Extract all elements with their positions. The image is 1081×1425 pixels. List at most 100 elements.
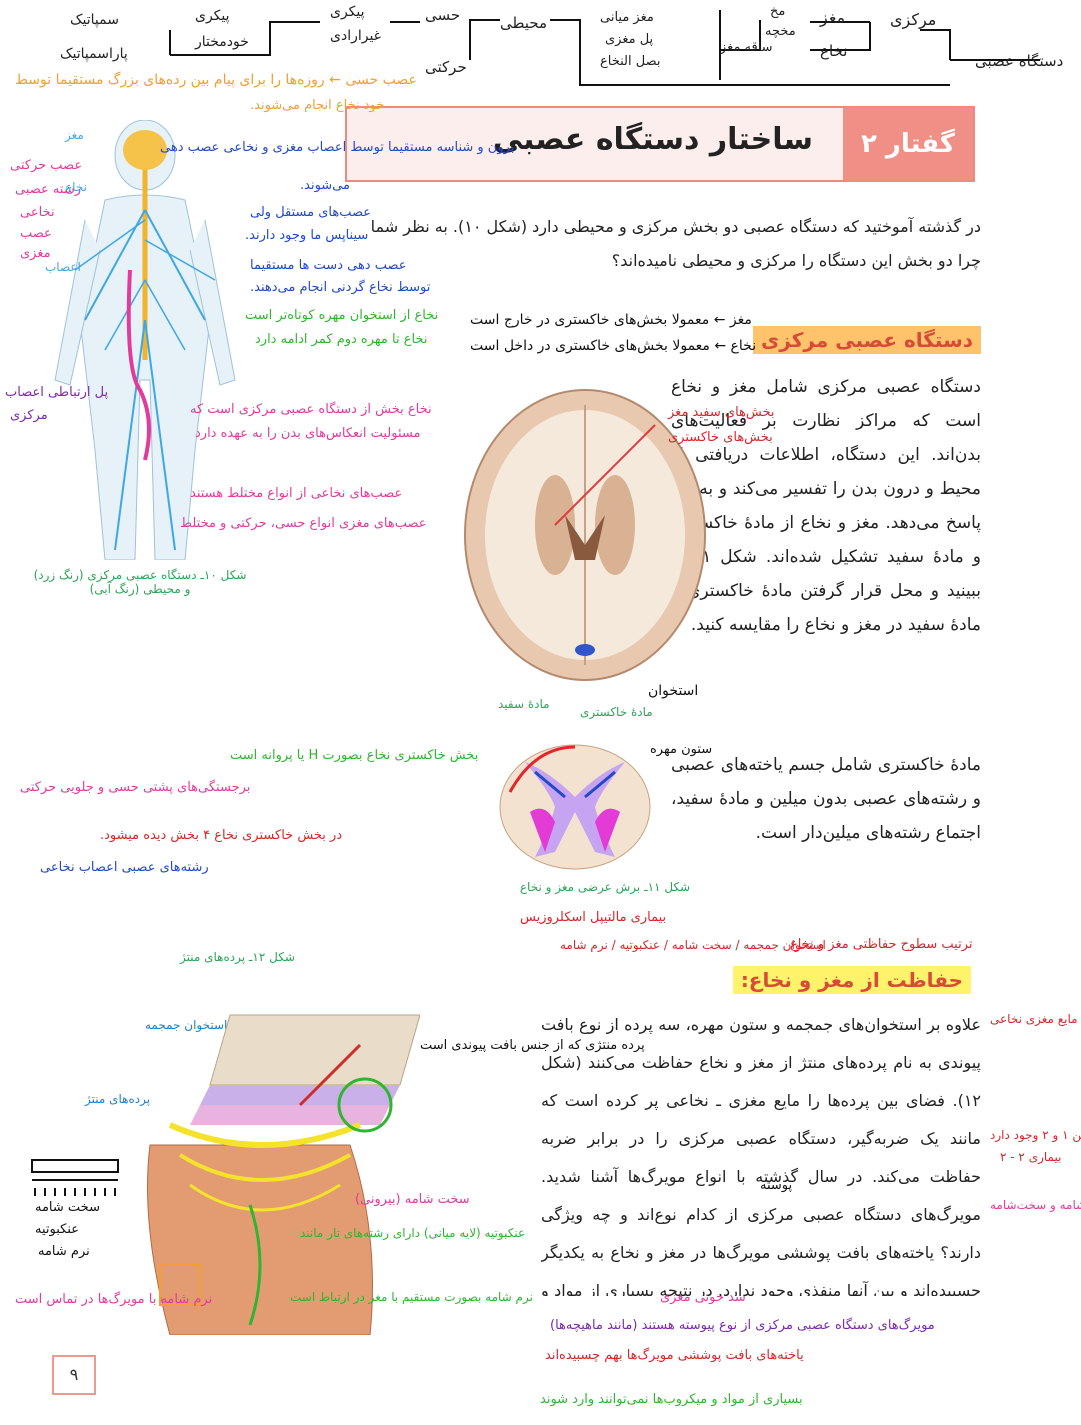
note-46: ستون مهره (650, 742, 713, 757)
figure-11-brain (455, 385, 715, 685)
cns-paragraph-2: مادهٔ خاکستری شامل جسم یاخته‌های عصبی و … (671, 755, 981, 843)
cns-heading: دستگاه عصبی مرکزی (753, 326, 981, 354)
note-39: یاخته‌های بافت پوششی مویرگ‌ها بهم چسبیده… (545, 1348, 804, 1363)
note-13: توسط نخاع گردنی انجام می‌دهند. (250, 280, 431, 295)
chapter-title: ساختار دستگاه عصبی (492, 122, 813, 157)
note-33: نرم شامه با مویرگ‌ها در تماس است (15, 1292, 213, 1307)
note-27: ترتیب سطوح حفاظتی مغز و نخاع (790, 937, 973, 952)
note-5: عصب حرکتی (10, 158, 83, 173)
note-36: نرم شامه بصورت مستقیم با مغز در ارتباط ا… (290, 1290, 533, 1304)
note-28: استخوان جمجمه / سخت شامه / عنکبوتیه / نر… (560, 938, 826, 952)
tree-node-medulla: بصل النخاع (600, 54, 661, 69)
tree-node-pons: پل مغزی (605, 32, 654, 47)
tree-node-cerebrum: مخ (770, 4, 786, 19)
note-7: نخاعی (20, 205, 55, 220)
note-41: مغز ← معمولا بخش‌های خاکستری در خارج است (470, 312, 752, 328)
sketch-layers (30, 1158, 120, 1198)
note-45: استخوان (648, 683, 699, 699)
figure-11-spinal-cord (495, 742, 655, 872)
note-24: در بخش خاکستری نخاع ۴ بخش دیده میشود. (100, 828, 343, 843)
note-10: عصب‌های مستقل ولی (250, 205, 372, 220)
note-21: عصب‌های مغزی انواع حسی، حرکتی و مختلط (180, 516, 427, 531)
diagram-lines (169, 10, 1040, 86)
tree-node-brain: مغز (820, 8, 846, 27)
note-4: می‌شوند. (300, 178, 350, 193)
fig10-label-cord: نخاع (65, 180, 87, 194)
brain-section (464, 389, 706, 681)
note-18: نخاع بخش از دستگاه عصبی مرکزی است که (190, 402, 432, 417)
note-34: سخت شامه (بیرونی) (355, 1192, 470, 1207)
tree-node-autonomic: خودمختار (195, 34, 249, 50)
note-29: پرده منتژی که از جنس بافت پیوندی است (420, 1038, 645, 1053)
fig12-caption: شکل ۱۲ـ پرده‌های منتژ (180, 950, 295, 964)
note-49: بطن ۱ و ۲ وجود دارد (990, 1128, 1081, 1142)
note-17: مرکزی (10, 408, 48, 423)
note-51: نرم‌شامه و سخت‌شامه (990, 1198, 1081, 1212)
cns-paragraph-1: دستگاه عصبی مرکزی شامل مغز و نخاع است که… (671, 377, 981, 635)
intro-paragraph: در گذشته آموختید که دستگاه عصبی دو بخش م… (370, 217, 981, 270)
note-14: نخاع از استخوان مهره کوتاه‌تر است (245, 308, 439, 323)
note-19: مسئولیت انعکاس‌های بدن را به عهده دارد (195, 426, 421, 441)
tree-node-midbrain: مغز میانی (600, 10, 654, 25)
note-6: رشته عصبی (15, 182, 81, 197)
tree-node-peripheral: محیطی (500, 14, 548, 32)
body-silhouette (54, 119, 236, 561)
figure-12-meninges (100, 1005, 421, 1336)
note-40: بسیاری از مواد و میکروب‌ها نمی‌توانند وا… (540, 1392, 803, 1407)
fig11-caption: شکل ۱۱ـ برش عرضی مغز و نخاع (519, 880, 691, 894)
note-9: مغزی (20, 246, 51, 261)
fig10-label-nerves: اعصاب (45, 260, 81, 274)
chapter-tag: گفتار ۲ (843, 108, 973, 180)
fig10-caption: شکل ۱۰ـ دستگاه عصبی مرکزی (رنگ زرد) و مح… (33, 568, 247, 596)
spinal-cord-section (499, 744, 651, 870)
note-26: بیماری مالتیپل اسکلروزیس (520, 910, 667, 925)
note-47: پوسته (760, 1178, 793, 1193)
note-1: عصب حسی ← روزه‌ها را برای پیام بین رده‌ه… (15, 72, 417, 88)
note-30: سخت شامه (35, 1200, 100, 1215)
tree-node-motor: حرکتی (425, 58, 467, 76)
sketch-layers-svg (31, 1159, 119, 1196)
tree-node-cerebellum: مخچه (765, 24, 796, 39)
tree-node-central: مرکزی (890, 10, 937, 29)
note-20: عصب‌های نخاعی از انواع مختلط هستند (190, 486, 403, 501)
note-32: نرم شامه (38, 1244, 90, 1259)
note-42: نخاع ← معمولا بخش‌های خاکستری در داخل اس… (470, 338, 757, 354)
tree-node-parasympathetic: پاراسمپاتیک (60, 46, 128, 62)
fig12-label-skull: استخوان جمجمه (145, 1018, 228, 1032)
note-31: عنکبوتیه (35, 1222, 80, 1237)
tree-node-sensory: حسی (425, 6, 461, 24)
meninges-diagram (147, 1014, 421, 1336)
figure-10-body: مغز نخاع اعصاب (45, 119, 245, 561)
protection-paragraph: علاوه بر استخوان‌های جمجمه و ستون مهره، … (541, 1015, 981, 1296)
fig11-label-white: مادهٔ سفید (498, 697, 550, 711)
note-16: پل ارتباطی اعصاب (5, 385, 109, 400)
note-3: برون و شناسه مستقیما توسط اعصاب مغزی و ن… (160, 140, 515, 155)
fig11-label-gray: مادهٔ خاکستری (580, 705, 653, 719)
note-35: عنکبوتیه (لایه میانی) دارای رشته‌های تار… (300, 1226, 526, 1240)
note-43: بخش‌های سفید مغز (668, 405, 775, 420)
note-44: بخش‌های خاکستری (668, 430, 773, 445)
top-concept-diagram: دستگاه عصبی مرکزی مغز نخاع مخ مخچه ساقه … (20, 0, 1070, 100)
note-11: سیناپس ما وجود دارند. (245, 228, 369, 243)
note-37: سد خونی مغزی (660, 1290, 746, 1305)
chapter-banner: ساختار دستگاه عصبی گفتار ۲ (345, 106, 975, 182)
tree-node-sympathetic: سمپاتیک (70, 12, 119, 28)
page-number: ۹ (52, 1355, 96, 1395)
tree-node-spinal-cord: نخاع (820, 42, 848, 60)
tree-node-nervous-system: دستگاه عصبی (975, 52, 1064, 70)
note-50: بیماری ۲ - ۲ (1000, 1150, 1062, 1164)
note-23: برجستگی‌های پشتی حسی و جلویی حرکتی (20, 780, 251, 795)
note-48: تولید کننده مایع مغزی نخاعی (990, 1012, 1081, 1026)
fig12-label-meninges: پرده‌های منتژ (85, 1092, 151, 1106)
note-12: عصب دهی دست ها مستقیما (250, 258, 407, 273)
note-2: خود نخاع انجام می‌شوند. (250, 98, 385, 113)
note-8: عصب (20, 226, 52, 241)
protection-heading: حفاظت از مغز و نخاع: (732, 966, 971, 994)
fig10-label-brain: مغز (65, 128, 84, 142)
tree-node-involuntary: غیرارادی (330, 28, 382, 44)
note-22: بخش خاکستری نخاع بصورت H یا پروانه است (230, 748, 479, 763)
note-38: مویرگ‌های دستگاه عصبی مرکزی از نوع پیوست… (550, 1318, 935, 1333)
note-15: نخاع تا مهره دوم کمر ادامه دارد (255, 332, 428, 347)
note-25: رشته‌های عصبی اعصاب نخاعی (40, 860, 209, 875)
tree-node-somatic: پیکری (330, 4, 365, 20)
